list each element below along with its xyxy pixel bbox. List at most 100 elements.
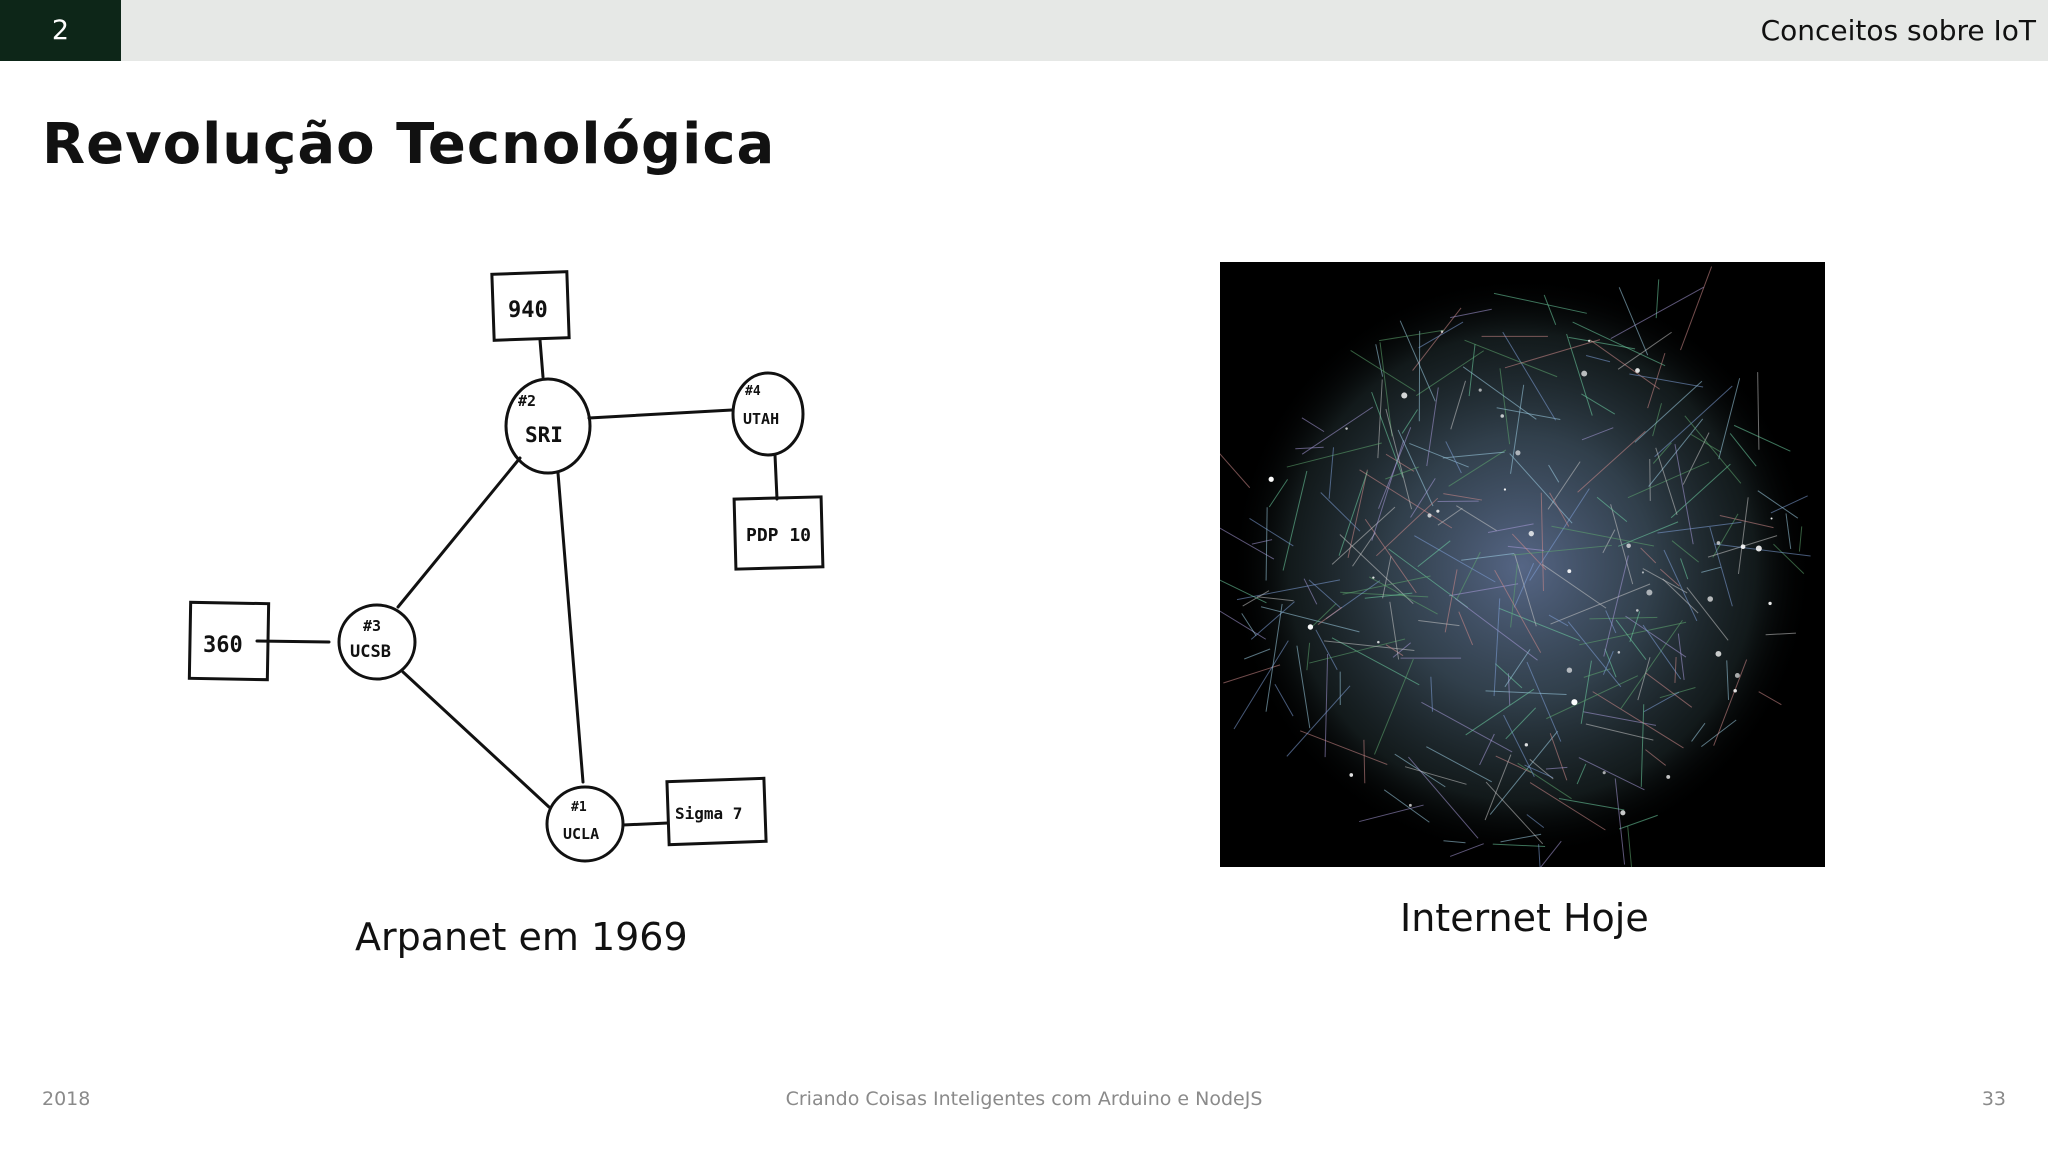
network-strand <box>1737 497 1749 574</box>
network-star <box>1587 339 1591 342</box>
section-title: Conceitos sobre IoT <box>1760 14 2036 47</box>
network-strand <box>1377 379 1383 459</box>
network-strand <box>1268 479 1288 508</box>
network-strand <box>1444 569 1458 633</box>
network-strand <box>1640 704 1645 787</box>
network-strand <box>1629 611 1641 643</box>
network-strand <box>1499 368 1511 445</box>
network-strand <box>1410 478 1436 518</box>
network-strand <box>1338 471 1368 556</box>
network-strand <box>1458 611 1474 646</box>
network-strand <box>1286 442 1382 468</box>
network-strand <box>1375 344 1384 377</box>
network-strand <box>1770 495 1808 514</box>
network-star <box>1626 543 1631 549</box>
network-strand <box>1274 683 1294 717</box>
network-star <box>1401 392 1408 399</box>
network-star <box>1377 640 1380 644</box>
network-strand <box>1399 320 1436 402</box>
network-strand <box>1388 548 1469 608</box>
network-star <box>1666 774 1671 779</box>
network-strand <box>1526 661 1562 742</box>
network-strand <box>1220 527 1275 560</box>
network-strand <box>1468 343 1476 397</box>
network-star <box>1268 476 1274 482</box>
network-strand <box>1311 603 1337 627</box>
network-strand <box>1589 616 1658 620</box>
network-strand <box>1309 638 1406 664</box>
network-strand <box>1340 591 1429 598</box>
network-strand <box>1592 691 1684 749</box>
network-strand <box>1484 754 1512 821</box>
network-strand <box>1712 513 1739 558</box>
network-strand <box>1494 663 1523 689</box>
node-sri-number: #2 <box>518 392 536 410</box>
host-sigma7-box <box>665 776 768 847</box>
network-strand <box>1449 843 1484 857</box>
network-strand <box>1426 746 1493 783</box>
network-strand <box>1577 430 1646 493</box>
top-bar: 2 Conceitos sobre IoT <box>0 0 2048 61</box>
network-strand <box>1417 540 1451 568</box>
network-strand <box>1449 583 1519 597</box>
network-strand <box>1773 543 1805 574</box>
network-strand <box>1620 619 1683 710</box>
network-strand <box>1629 373 1704 388</box>
network-strand <box>1543 294 1557 325</box>
network-strand <box>1320 492 1361 532</box>
network-strand <box>1757 490 1799 519</box>
network-star <box>1770 517 1773 520</box>
network-strand <box>1649 459 1651 501</box>
network-strand <box>1342 575 1431 595</box>
network-strand <box>1489 730 1559 815</box>
network-strand <box>1426 387 1439 467</box>
network-star <box>1581 370 1588 377</box>
network-star <box>1715 650 1722 657</box>
link-sri-utah <box>587 408 734 420</box>
network-strand <box>1663 549 1698 622</box>
network-star <box>1427 513 1432 518</box>
network-strand <box>1576 763 1587 785</box>
network-star <box>1635 368 1640 373</box>
network-strand <box>1220 453 1251 489</box>
network-strand <box>1414 535 1496 583</box>
network-strand <box>1503 714 1535 777</box>
network-strand <box>1585 355 1611 363</box>
network-star <box>1755 545 1762 552</box>
network-strand <box>1389 601 1400 660</box>
footer-year: 2018 <box>42 1088 91 1110</box>
network-strand <box>1729 433 1757 467</box>
network-strand <box>1493 598 1501 697</box>
network-strand <box>1443 493 1483 501</box>
network-strand <box>1680 558 1689 580</box>
network-strand <box>1379 329 1445 342</box>
node-utah-name: UTAH <box>743 410 779 428</box>
network-star <box>1349 773 1354 777</box>
network-strand <box>1614 778 1626 865</box>
network-strand <box>1680 266 1713 351</box>
network-strand <box>1450 308 1492 319</box>
network-star <box>1646 589 1653 596</box>
network-strand <box>1670 463 1731 519</box>
slide-title: Revolução Tecnológica <box>42 112 776 177</box>
network-strand <box>1566 333 1593 416</box>
network-strand <box>1242 590 1270 607</box>
chapter-number: 2 <box>0 0 121 61</box>
network-star <box>1440 330 1444 333</box>
network-strand <box>1233 640 1289 730</box>
network-strand <box>1315 629 1338 670</box>
network-strand <box>1671 540 1699 563</box>
network-strand <box>1758 691 1782 706</box>
network-strand <box>1674 656 1677 683</box>
network-star <box>1620 810 1626 816</box>
network-strand <box>1300 730 1388 765</box>
network-star <box>1372 576 1375 579</box>
node-sri <box>504 377 592 475</box>
network-strand <box>1547 461 1581 510</box>
network-strand <box>1551 525 1654 547</box>
network-strand <box>1331 506 1396 565</box>
network-strand <box>1392 642 1411 658</box>
network-star <box>1345 427 1348 430</box>
network-star <box>1524 743 1528 747</box>
network-strand <box>1701 566 1722 573</box>
